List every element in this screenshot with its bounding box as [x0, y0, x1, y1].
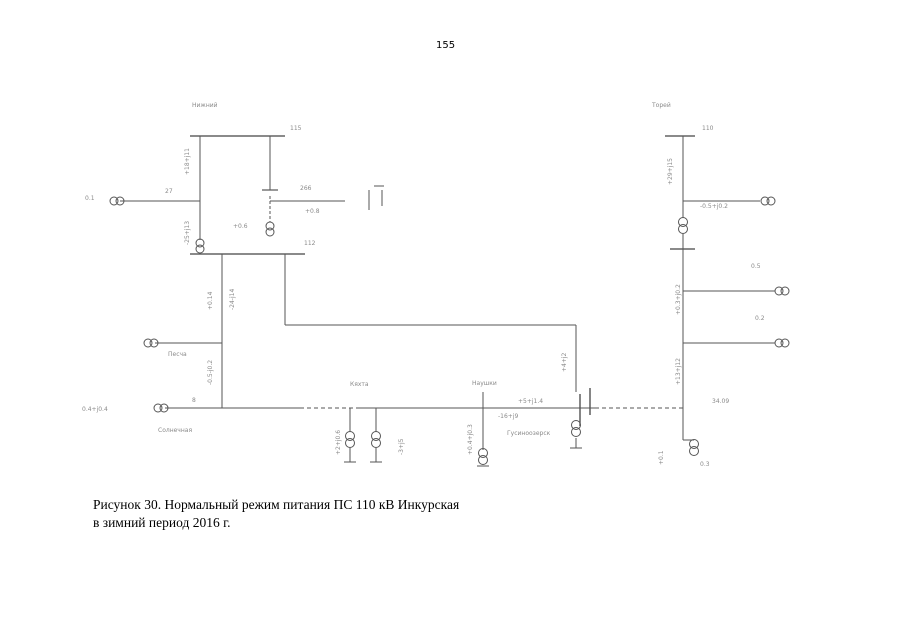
label-flow-11: -0.5+j0.2 — [700, 203, 728, 210]
label-num-8: 8 — [192, 397, 196, 404]
label-flow-10: +29+j15 — [667, 158, 674, 185]
label-flow-17: +0.8 — [305, 208, 320, 215]
label-flow-5: -0.5-j0.2 — [207, 360, 214, 385]
label-gusinoozersk: Гусиноозерск — [507, 430, 551, 437]
label-kyakhta: Кяхта — [350, 381, 369, 388]
label-flow-3: -24-j14 — [229, 289, 236, 310]
label-val-i: +0.6 — [233, 223, 248, 230]
label-val-e: 115 — [290, 125, 302, 132]
label-flow-6: +2+j0.6 — [335, 430, 342, 455]
label-flow-1: +18+j11 — [184, 148, 191, 175]
label-val-g: 112 — [304, 240, 316, 247]
label-flow-8: +5+j1.4 — [518, 398, 543, 405]
label-naushki: Наушки — [472, 380, 497, 387]
label-num-27: 27 — [165, 188, 173, 195]
label-val-b: 0.2 — [755, 315, 765, 322]
label-val-a: 0.5 — [751, 263, 761, 270]
label-flow-7: -3+j5 — [398, 438, 405, 455]
label-num-34: 34.09 — [712, 398, 729, 405]
caption-line-1: Рисунок 30. Нормальный режим питания ПС … — [93, 497, 460, 512]
label-flow-2: -25+j13 — [184, 221, 191, 245]
label-val-c: 0.3 — [700, 461, 710, 468]
label-val-h: +0.1 — [658, 450, 665, 465]
label-flow-16: 0.4+j0.4 — [82, 406, 108, 413]
label-flow-9: -16+j9 — [498, 413, 518, 420]
label-val-d: 0.1 — [85, 195, 95, 202]
caption-line-2: в зимний период 2016 г. — [93, 515, 231, 530]
label-num-266: 266 — [300, 185, 312, 192]
label-val-f: 110 — [702, 125, 714, 132]
label-flow-4: +0.14 — [207, 291, 214, 310]
label-nizhny: Нижний — [192, 102, 218, 109]
label-flow-13: +13+j12 — [675, 358, 682, 385]
label-flow-15: +0.4+j0.3 — [467, 424, 474, 455]
label-pesch: Песча — [168, 351, 187, 358]
figure-caption: Рисунок 30. Нормальный режим питания ПС … — [93, 496, 613, 532]
page-number: 155 — [436, 40, 456, 51]
label-flow-14: +4+j2 — [561, 352, 568, 372]
label-torey: Торей — [651, 102, 671, 109]
label-solnechnaya: Солнечная — [158, 427, 192, 434]
label-flow-12: +0.3+j0.2 — [675, 284, 682, 315]
